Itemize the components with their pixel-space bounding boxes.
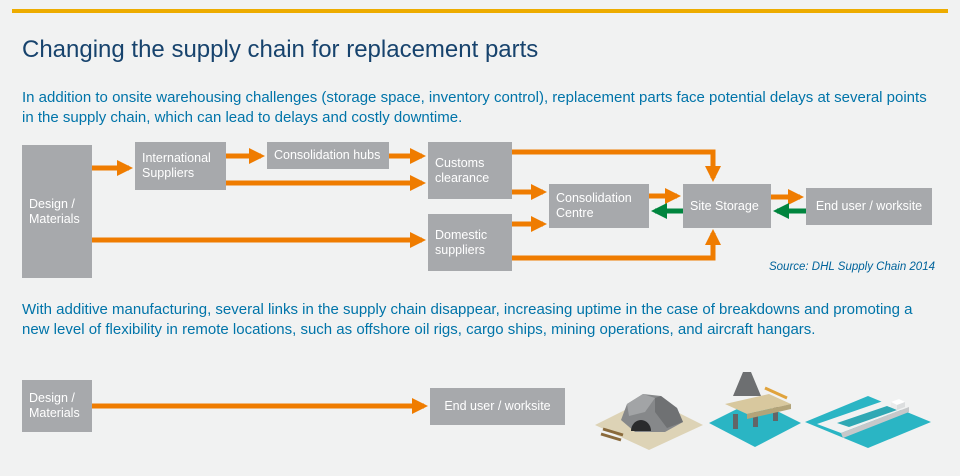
cargo-ship-illustration [803, 366, 933, 448]
node-design-materials: Design / Materials [22, 145, 92, 278]
node-consolidation-hubs: Consolidation hubs [267, 142, 389, 169]
node-site-storage: Site Storage [683, 184, 771, 228]
page-title: Changing the supply chain for replacemen… [22, 36, 539, 63]
node-international-suppliers: International Suppliers [135, 142, 226, 190]
offshore-oil-rig-illustration [707, 362, 803, 450]
node-consolidation-centre: Consolidation Centre [549, 184, 649, 228]
intro-paragraph: In addition to onsite warehousing challe… [22, 89, 927, 126]
node-after-design-materials: Design / Materials [22, 380, 92, 432]
node-customs-clearance: Customs clearance [428, 142, 512, 199]
node-after-end-user-worksite: End user / worksite [430, 388, 565, 425]
node-end-user-worksite: End user / worksite [806, 188, 932, 225]
additive-manufacturing-paragraph: With additive manufacturing, several lin… [22, 301, 913, 338]
mining-operation-illustration [593, 368, 705, 450]
cargo-ship-icon [805, 396, 931, 448]
offshore-oil-rig-icon [709, 372, 801, 447]
accent-bar [12, 9, 948, 13]
node-domestic-suppliers: Domestic suppliers [428, 214, 512, 271]
source-note: Source: DHL Supply Chain 2014 [768, 261, 935, 273]
mining-operation-icon [595, 394, 703, 450]
